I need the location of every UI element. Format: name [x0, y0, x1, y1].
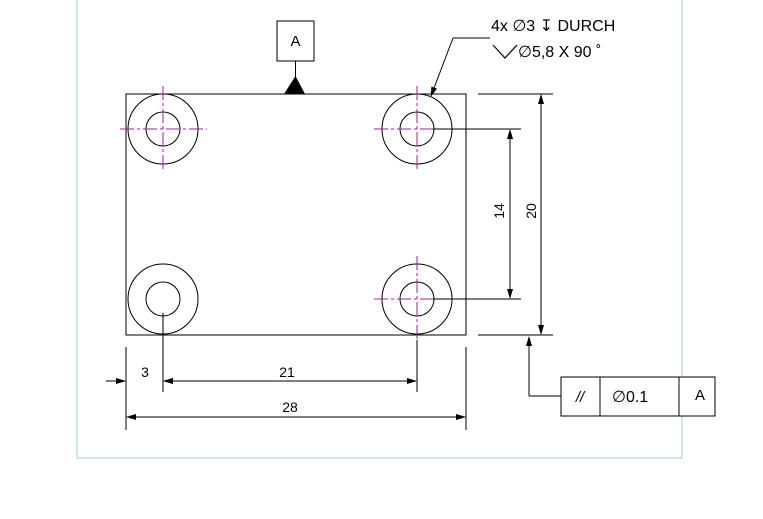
- tolerance-value: ∅0.1: [612, 389, 648, 406]
- dim-overall-height: 20: [523, 203, 539, 219]
- datum-a-label: A: [290, 33, 300, 50]
- hole-note-line1: 4x ∅3 ↧ DURCH: [491, 18, 615, 35]
- hole-callout: 4x ∅3 ↧ DURCH ∅5,8 X 90 ˚: [430, 18, 615, 97]
- countersink-icon: [492, 44, 518, 59]
- parallelism-icon: //: [575, 389, 586, 406]
- datum-a-indicator: A: [276, 20, 315, 94]
- dim-hole-spacing-y: 14: [491, 203, 507, 219]
- hole-note-line2: ∅5,8 X 90 ˚: [518, 44, 601, 61]
- tolerance-datum: A: [695, 387, 705, 404]
- datum-a-box: [276, 20, 315, 62]
- hole-top-left: [120, 86, 207, 172]
- dim-hole-offset: 3: [141, 364, 149, 380]
- dimension-horizontal: 3 21 28: [106, 313, 467, 430]
- dim-overall-width: 28: [282, 399, 298, 415]
- datum-triangle-icon: [284, 76, 305, 94]
- tolerance-frame: // ∅0.1 A: [526, 336, 716, 417]
- dim-hole-spacing-x: 21: [279, 364, 295, 380]
- dimension-vertical: 14 20: [433, 93, 553, 336]
- sheet-frame: [76, 0, 683, 459]
